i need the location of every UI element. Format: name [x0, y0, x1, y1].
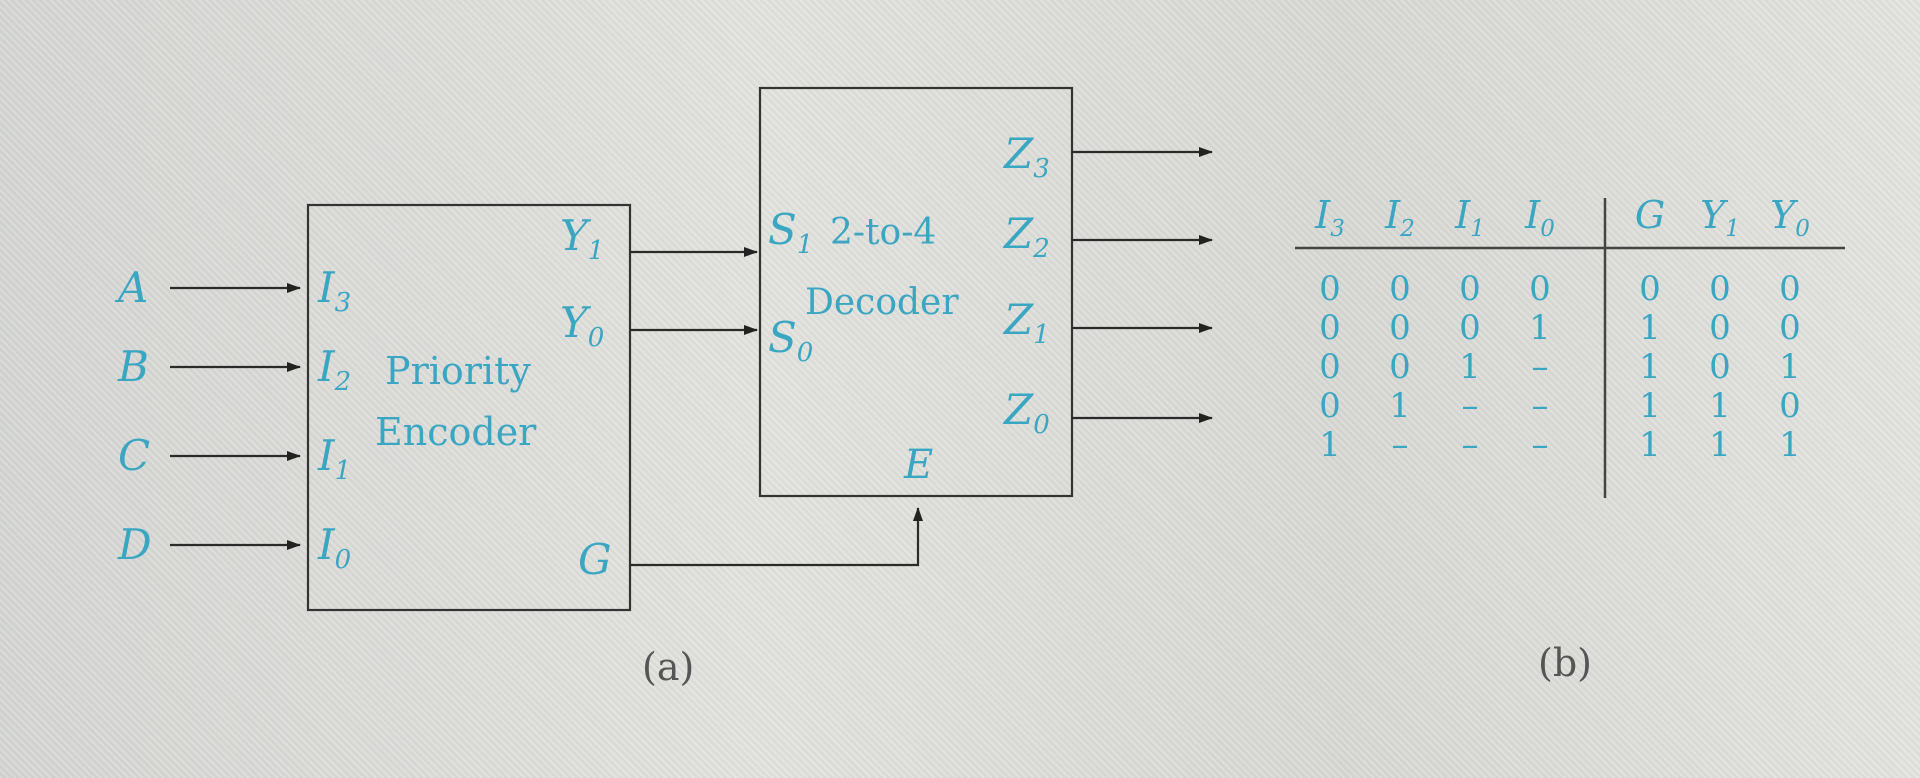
wire-g-to-e [630, 507, 923, 567]
decoder-box [758, 86, 1074, 498]
pin-z3: Z3 [1002, 129, 1050, 184]
cell-row2-out2: 1 [1779, 347, 1801, 387]
cell-row1-in1: 0 [1389, 308, 1411, 348]
pin-z1: Z1 [1002, 295, 1050, 350]
cell-row1-out0: 1 [1639, 308, 1661, 348]
header-output-Y1: Y1 [1700, 193, 1740, 242]
pin-s1: S1 [768, 205, 813, 260]
input-a-label: A [114, 263, 148, 312]
pin-e: E [903, 442, 933, 488]
cell-row2-in3: – [1532, 347, 1549, 387]
cell-row3-in2: – [1462, 386, 1479, 426]
decoder-title-line1: 2-to-4 [830, 212, 936, 253]
pin-z0: Z0 [1002, 385, 1050, 440]
pin-i3: I3 [317, 263, 351, 318]
input-b-label: B [117, 342, 149, 391]
cell-row0-in2: 0 [1459, 269, 1481, 309]
cell-row4-out1: 1 [1709, 425, 1731, 465]
cell-row1-out2: 0 [1779, 308, 1801, 348]
pin-i1: I1 [317, 431, 351, 486]
input-c-label: C [118, 431, 150, 480]
cell-row2-out1: 0 [1709, 347, 1731, 387]
pin-i2: I2 [317, 342, 351, 397]
cell-row2-in1: 0 [1389, 347, 1411, 387]
header-output-G: G [1635, 193, 1665, 237]
cell-row4-in3: – [1532, 425, 1549, 465]
cell-row4-out0: 1 [1639, 425, 1661, 465]
cell-row1-in3: 1 [1529, 308, 1551, 348]
cell-row3-in0: 0 [1319, 386, 1341, 426]
caption-a: (a) [642, 645, 694, 689]
pin-z2: Z2 [1002, 209, 1050, 264]
cell-row2-in0: 0 [1319, 347, 1341, 387]
cell-row2-out0: 1 [1639, 347, 1661, 387]
encoder-title-line2: Encoder [375, 410, 537, 454]
pin-y1: Y1 [560, 211, 604, 266]
cell-row4-in2: – [1462, 425, 1479, 465]
cell-row4-out2: 1 [1779, 425, 1801, 465]
header-input-I2: I2 [1384, 193, 1415, 242]
decoder-title-line2: Decoder [805, 282, 959, 323]
pin-s0: S0 [768, 313, 813, 368]
cell-row3-in1: 1 [1389, 386, 1411, 426]
cell-row0-in1: 0 [1389, 269, 1411, 309]
cell-row3-out0: 1 [1639, 386, 1661, 426]
cell-row0-in3: 0 [1529, 269, 1551, 309]
input-d-label: D [117, 520, 152, 569]
header-input-I1: I1 [1454, 193, 1485, 242]
cell-row2-in2: 1 [1459, 347, 1481, 387]
cell-row3-in3: – [1532, 386, 1549, 426]
cell-row1-out1: 0 [1709, 308, 1731, 348]
pin-y0: Y0 [560, 298, 604, 353]
priority-encoder-box [306, 203, 632, 612]
header-output-Y0: Y0 [1770, 193, 1810, 242]
pin-i0: I0 [317, 520, 351, 575]
pin-g: G [578, 535, 612, 584]
cell-row3-out1: 1 [1709, 386, 1731, 426]
header-input-I3: I3 [1314, 193, 1345, 242]
cell-row0-in0: 0 [1319, 269, 1341, 309]
cell-row1-in0: 0 [1319, 308, 1341, 348]
encoder-title-line1: Priority [385, 349, 531, 393]
cell-row4-in0: 1 [1319, 425, 1341, 465]
cell-row0-out0: 0 [1639, 269, 1661, 309]
cell-row1-in2: 0 [1459, 308, 1481, 348]
cell-row0-out2: 0 [1779, 269, 1801, 309]
caption-b: (b) [1538, 641, 1592, 685]
cell-row3-out2: 0 [1779, 386, 1801, 426]
cell-row4-in1: – [1392, 425, 1409, 465]
cell-row0-out1: 0 [1709, 269, 1731, 309]
header-input-I0: I0 [1524, 193, 1555, 242]
